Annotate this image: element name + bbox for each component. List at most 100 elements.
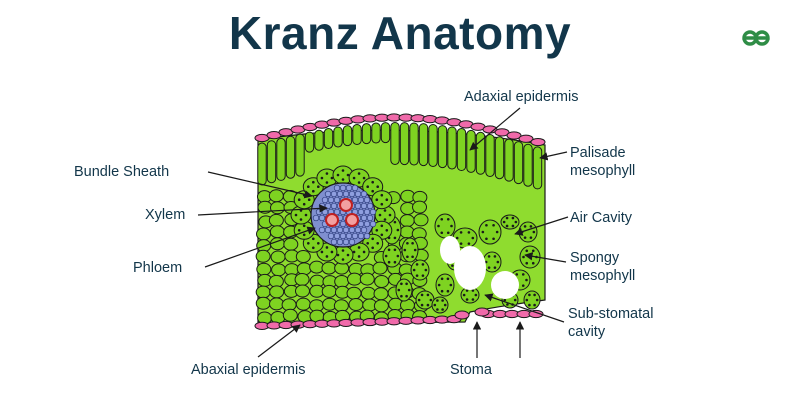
phloem-cell: [348, 226, 356, 234]
epidermis-cell: [530, 137, 546, 147]
palisade-cell: [342, 125, 353, 147]
mesophyll-cell: [321, 261, 337, 275]
brand-logo-icon[interactable]: [738, 26, 774, 50]
chloroplast: [388, 213, 392, 217]
epidermis-cell: [506, 131, 522, 140]
chloroplast: [415, 274, 419, 277]
mesophyll-cell: [255, 285, 271, 299]
chloroplast: [317, 241, 320, 245]
chloroplast: [514, 220, 518, 224]
chloroplast: [533, 303, 536, 307]
mesophyll-cell: [269, 225, 285, 239]
palisade-cell: [466, 129, 476, 173]
chloroplast: [528, 303, 531, 307]
phloem-cell: [330, 226, 338, 234]
chloroplast: [387, 260, 391, 264]
label-air-cavity: Air Cavity: [570, 210, 633, 226]
phloem-cell: [354, 202, 362, 210]
chloroplast: [406, 255, 409, 259]
chloroplast: [446, 217, 450, 221]
label-adaxial-epidermis: Adaxial epidermis: [464, 89, 578, 105]
palisade-cell: [352, 124, 362, 146]
chloroplast: [375, 229, 379, 232]
label-substomatal-line1: Sub-stomatal: [568, 306, 653, 322]
mesophyll-cell: [255, 296, 271, 310]
chloroplast: [407, 288, 411, 292]
mesophyll-cell: [373, 287, 389, 301]
chloroplast: [525, 298, 529, 302]
chloroplast: [325, 246, 329, 249]
phloem-cell: [360, 202, 368, 210]
chloroplast: [449, 283, 453, 287]
chloroplast: [415, 263, 419, 266]
palisade-cell: [285, 135, 296, 179]
mesophyll-cell: [334, 274, 350, 288]
mesophyll-cell: [283, 237, 299, 251]
phloem-cell: [312, 214, 320, 222]
leader-palisade: [539, 151, 568, 161]
phloem-cell: [357, 208, 365, 216]
mesophyll-cell: [294, 284, 310, 298]
chloroplast: [396, 254, 400, 258]
page-title: Kranz Anatomy: [228, 7, 572, 59]
chloroplast: [443, 303, 447, 307]
label-palisade-line2: mesophyll: [570, 163, 635, 179]
sheath-cell: [371, 190, 393, 210]
chloroplast: [440, 277, 444, 281]
chloroplast: [506, 303, 509, 306]
leader-air-cavity: [514, 216, 569, 236]
palisade-cell: [323, 127, 334, 149]
palisade-cell: [276, 137, 286, 181]
phloem-cell: [360, 226, 368, 234]
chloroplast: [503, 298, 507, 302]
palisade-cell: [428, 123, 438, 167]
chloroplast: [426, 303, 430, 307]
phloem-cell: [330, 190, 338, 198]
chloroplast: [371, 189, 374, 193]
chloroplast: [380, 202, 384, 206]
mesophyll-cell: [271, 263, 287, 277]
mesophyll-cell: [270, 250, 286, 264]
mesophyll-cell: [347, 272, 363, 286]
phloem-cell: [315, 208, 323, 216]
chloroplast: [325, 255, 329, 258]
phloem-cell: [318, 214, 326, 222]
chloroplast: [302, 202, 306, 206]
chloroplast: [362, 250, 366, 254]
chloroplast: [387, 248, 391, 252]
palisade-cell: [456, 128, 467, 172]
chloroplast: [529, 236, 533, 239]
mesophyll-cell: [399, 214, 415, 228]
chloroplast: [330, 250, 334, 254]
phloem-cell: [348, 190, 356, 198]
chloroplast: [297, 229, 301, 232]
palisade-cell: [485, 133, 495, 177]
leader-adaxial: [469, 107, 521, 151]
chloroplast: [535, 298, 539, 302]
chloroplast: [366, 185, 369, 189]
mesophyll-cell: [255, 249, 271, 263]
chloroplast: [299, 218, 303, 221]
phloem-cell: [330, 238, 338, 246]
spongy-cell: [478, 219, 502, 245]
chloroplast: [413, 248, 417, 252]
chloroplast: [451, 264, 454, 267]
chloroplast: [403, 248, 407, 252]
chloroplast: [492, 223, 495, 227]
palisade-cell: [257, 142, 267, 186]
chloroplast: [376, 241, 379, 245]
chloroplast: [357, 246, 361, 249]
phloem-cell: [351, 196, 359, 204]
chloroplast: [405, 294, 408, 298]
chloroplast: [412, 268, 416, 272]
chloroplast: [421, 274, 425, 277]
palisade-cell: [532, 146, 543, 190]
chloroplast: [294, 213, 298, 217]
chloroplast: [471, 289, 475, 292]
chloroplast: [336, 173, 340, 177]
chloroplast: [521, 273, 525, 276]
label-spongy-line1: Spongy: [570, 250, 620, 266]
chloroplast: [411, 241, 414, 245]
mesophyll-cell: [399, 225, 415, 239]
palisade-cell: [390, 121, 400, 165]
